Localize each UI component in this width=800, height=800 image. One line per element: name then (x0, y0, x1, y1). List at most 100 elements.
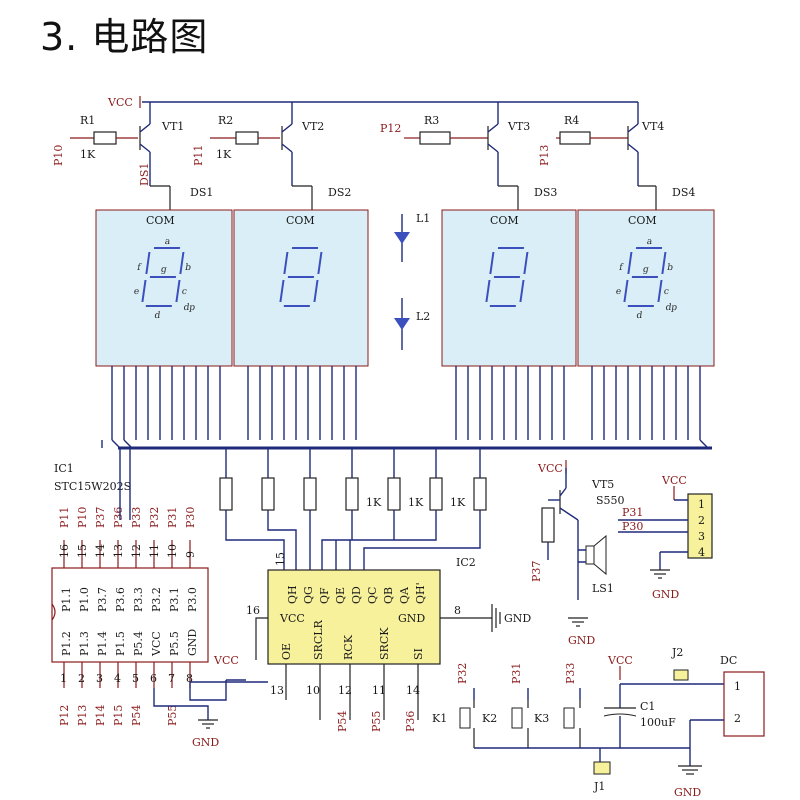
svg-text:COM: COM (628, 214, 657, 227)
display-ds2: COM (233, 209, 369, 367)
svg-text:GND: GND (398, 612, 425, 625)
svg-text:DS4: DS4 (672, 186, 695, 199)
svg-text:GND: GND (652, 588, 679, 601)
seven-segment-ds2 (279, 247, 323, 307)
svg-text:P1.3: P1.3 (78, 631, 91, 656)
power-input: VCC C1 100uF J2 DC 1 2 J1 GND (593, 646, 765, 799)
svg-text:VT4: VT4 (641, 120, 664, 133)
svg-text:2: 2 (698, 514, 705, 527)
svg-text:DS3: DS3 (534, 186, 557, 199)
svg-text:P33: P33 (130, 507, 143, 528)
svg-text:dp: dp (665, 303, 678, 313)
svg-text:R3: R3 (424, 114, 439, 127)
svg-text:P15: P15 (112, 705, 125, 726)
svg-text:QH: QH (286, 585, 299, 604)
svg-text:10: 10 (166, 544, 179, 558)
svg-text:S550: S550 (596, 494, 625, 507)
svg-text:P1.1: P1.1 (60, 587, 73, 612)
svg-text:OE: OE (280, 643, 293, 660)
svg-text:f: f (136, 263, 141, 273)
svg-text:1K: 1K (408, 496, 424, 509)
svg-text:P13: P13 (538, 145, 551, 166)
svg-text:J2: J2 (671, 646, 683, 659)
svg-text:4: 4 (114, 672, 121, 685)
svg-text:14: 14 (94, 544, 107, 558)
svg-text:C1: C1 (640, 700, 655, 713)
svg-text:DS1: DS1 (190, 186, 213, 199)
svg-text:100uF: 100uF (640, 716, 676, 729)
svg-text:P54: P54 (130, 705, 143, 726)
svg-text:QF: QF (318, 587, 331, 604)
svg-text:QE: QE (334, 587, 347, 604)
svg-text:a: a (646, 237, 653, 247)
svg-text:P31: P31 (166, 507, 179, 528)
svg-text:GND: GND (674, 786, 701, 799)
svg-text:K2: K2 (482, 712, 497, 725)
svg-text:IC1: IC1 (54, 462, 74, 475)
svg-text:GND: GND (192, 736, 219, 749)
svg-text:14: 14 (406, 684, 420, 697)
seven-segment-ds3 (485, 247, 529, 307)
svg-text:1: 1 (734, 680, 741, 693)
ic1-mcu: IC1 STC15W202S 16 15 14 13 12 11 10 9 P1… (51, 440, 268, 749)
svg-text:P13: P13 (76, 705, 89, 726)
led-l1: L1 (394, 212, 430, 262)
resistor-array: 1K 1K 1K (219, 448, 487, 570)
svg-text:1: 1 (698, 498, 705, 511)
svg-text:d: d (154, 311, 161, 321)
svg-text:QA: QA (398, 586, 411, 604)
svg-text:b: b (184, 263, 191, 273)
svg-text:J1: J1 (593, 780, 605, 793)
svg-text:VCC: VCC (537, 462, 563, 475)
svg-text:P3.2: P3.2 (150, 587, 163, 612)
svg-text:13: 13 (112, 544, 125, 558)
svg-text:P31: P31 (622, 506, 643, 519)
svg-text:GND: GND (504, 612, 531, 625)
svg-text:L1: L1 (416, 212, 430, 225)
svg-text:R2: R2 (218, 114, 233, 127)
svg-text:P32: P32 (456, 663, 469, 684)
svg-text:DS2: DS2 (328, 186, 351, 199)
svg-text:P3.0: P3.0 (186, 587, 199, 612)
svg-text:P11: P11 (192, 145, 205, 166)
svg-text:1K: 1K (216, 148, 232, 161)
svg-text:15: 15 (274, 552, 287, 566)
svg-text:VCC: VCC (279, 612, 305, 625)
display-pin-stubs (111, 366, 701, 440)
svg-text:P3.1: P3.1 (168, 587, 181, 612)
svg-text:P10: P10 (52, 145, 65, 166)
page-title: 3. 电路图 (40, 15, 209, 59)
svg-text:LS1: LS1 (592, 582, 614, 595)
svg-text:COM: COM (286, 214, 315, 227)
svg-text:8: 8 (186, 672, 193, 685)
svg-text:f: f (618, 263, 623, 273)
svg-text:P37: P37 (94, 507, 107, 528)
transistor-vt4: P13 R4 VT4 DS4 (538, 114, 695, 210)
svg-text:L2: L2 (416, 310, 430, 323)
svg-text:P3.7: P3.7 (96, 587, 109, 612)
svg-text:11: 11 (148, 544, 161, 558)
svg-text:5: 5 (132, 672, 139, 685)
svg-text:P54: P54 (336, 711, 349, 732)
svg-text:P5.4: P5.4 (132, 631, 145, 656)
svg-text:COM: COM (146, 214, 175, 227)
svg-text:P1.5: P1.5 (114, 631, 127, 656)
svg-text:VCC: VCC (150, 631, 163, 657)
svg-text:VT2: VT2 (301, 120, 324, 133)
svg-text:1K: 1K (80, 148, 96, 161)
svg-text:6: 6 (150, 672, 157, 685)
svg-text:g: g (160, 265, 167, 275)
svg-text:QG: QG (302, 586, 315, 604)
svg-text:15: 15 (76, 544, 89, 558)
svg-text:P3.6: P3.6 (114, 587, 127, 612)
svg-text:QC: QC (366, 587, 379, 604)
transistor-vt3: P12 R3 VT3 DS3 (380, 114, 557, 210)
svg-text:16: 16 (246, 604, 260, 617)
svg-text:10: 10 (306, 684, 320, 697)
svg-text:1K: 1K (366, 496, 382, 509)
display-ds4: COM (577, 209, 715, 367)
display-ds1: COM (95, 209, 233, 367)
svg-text:DS1: DS1 (138, 163, 151, 186)
svg-text:P30: P30 (184, 507, 197, 528)
